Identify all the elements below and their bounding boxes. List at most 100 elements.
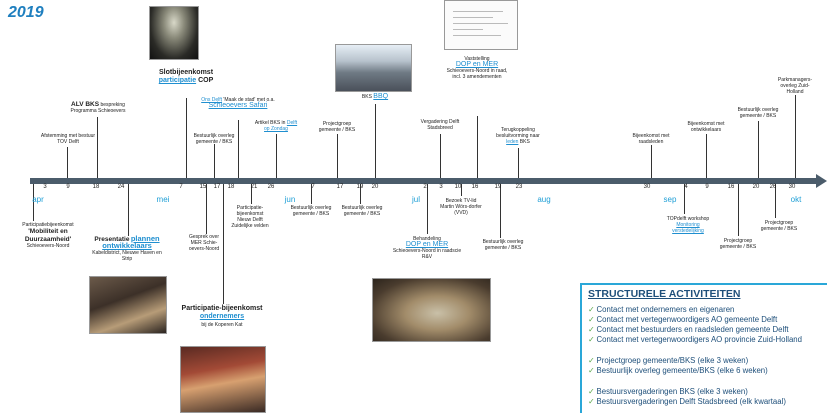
behandeling-text: Schieoevers-Noord in raadscie R&V <box>392 248 462 260</box>
tick-label: 24 <box>117 184 125 190</box>
list-item: ✓Contact met ondernemers en eigenaren <box>588 305 734 314</box>
connector-line <box>360 184 361 204</box>
list-item-text: Bestuursvergaderingen Delft Stadsbreed (… <box>596 397 786 406</box>
vaststelling-text: Schieoevers-Noord in raad, incl. 3 amend… <box>446 68 508 80</box>
entrepreneurs-photo <box>180 346 266 413</box>
participatie-theme: 'Mobiliteit en Duurzaamheid' <box>24 228 72 243</box>
event-afstemming: Afstemming met bestuur TOV Delft <box>40 133 96 145</box>
list-item: ✓Contact met vertegenwoordigers AO gemee… <box>588 315 777 324</box>
connector-line <box>427 184 428 234</box>
connector-line <box>775 184 776 218</box>
connector-line <box>651 145 652 178</box>
ons-delft-link[interactable]: Ons Delft <box>201 97 223 103</box>
connector-line <box>223 184 224 304</box>
list-item-text: Bestuurlijk overleg gemeente/BKS (elke 6… <box>596 366 768 375</box>
artikel-bks-text: Artikel BKS in <box>254 120 286 126</box>
tick-label: 26 <box>769 184 777 190</box>
bks-bbq-text: BKS <box>361 94 372 100</box>
bbq-link[interactable]: BBQ <box>373 93 389 100</box>
connector-line <box>311 184 312 204</box>
tick-label: 9 <box>66 184 70 190</box>
check-icon: ✓ <box>588 356 595 365</box>
event-vergadering-delft-stadsbreed: Vergadering Delft Stadsbreed <box>420 119 460 131</box>
check-icon: ✓ <box>588 387 595 396</box>
list-item-text: Bestuursvergaderingen BKS (elke 3 weken) <box>596 387 748 396</box>
connector-line <box>251 184 252 204</box>
ondernemers-title: Participatie-bijeenkomst <box>181 305 263 312</box>
structural-activities-panel: STRUCTURELE ACTIVITEITEN ✓Contact met on… <box>580 283 827 413</box>
check-icon: ✓ <box>588 315 595 324</box>
list-item-text: Contact met vertegenwoordigers AO provin… <box>596 335 802 344</box>
connector-line <box>276 134 277 178</box>
timeline-axis <box>30 178 818 184</box>
connector-line <box>706 134 707 178</box>
document-thumbnail <box>444 0 518 50</box>
event-projectgroep: Projectgroep gemeente / BKS <box>719 238 757 250</box>
list-item-text: Contact met ondernemers en eigenaren <box>596 305 735 314</box>
presentation-photo <box>89 276 167 334</box>
cop-photo <box>149 6 199 60</box>
event-parkmanagers: Parkmanagers-overleg Zuid-Holland <box>777 77 813 95</box>
connector-line <box>238 120 239 178</box>
event-alv-bks: ALV BKS bespreking Programma Schieoevers <box>67 101 129 114</box>
participatie-title: Participatiebijeenkomst <box>22 222 74 228</box>
tick-label: 3 <box>43 184 47 190</box>
list-item: ✓Bestuursvergaderingen Delft Stadsbreed … <box>588 397 786 406</box>
event-ons-delft: Ons Delft 'Maak de stad' met o.a. Schieo… <box>200 97 276 109</box>
connector-line <box>186 98 187 178</box>
event-terugkoppeling: Terugkoppeling besluitvorming naar leden… <box>493 127 543 145</box>
connector-line <box>758 121 759 178</box>
connector-line <box>214 144 215 178</box>
check-icon: ✓ <box>588 305 595 314</box>
event-artikel-bks: Artikel BKS in Delft op Zondag <box>254 120 298 132</box>
connector-line <box>97 117 98 178</box>
tick-label: 19 <box>494 184 502 190</box>
topdelft-text: TOPdelft workshop <box>666 216 710 222</box>
monitoring-link[interactable]: Monitoring verstedelijking <box>672 222 704 234</box>
delft-op-zondag-link[interactable]: Delft op Zondag <box>264 120 298 132</box>
connector-line <box>461 184 462 196</box>
vaststelling-dop-mer-link[interactable]: DOP en MER <box>455 61 499 68</box>
event-projectgroep: Projectgroep gemeente / BKS <box>760 220 798 232</box>
connector-line <box>795 95 796 178</box>
month-label: mei <box>156 195 170 204</box>
vaststelling-title: Vaststelling <box>464 56 490 62</box>
tick-label: 4 <box>684 184 688 190</box>
tick-label: 30 <box>643 184 651 190</box>
event-alv-bks-text: bespreking Programma Schieoevers <box>70 102 126 114</box>
connector-line <box>738 184 739 236</box>
event-bijeenkomst-ontwikkelaars: Bijeenkomst met ontwikkelaars <box>687 121 725 133</box>
presentatie-plannen: plannen ontwikkelaars <box>102 234 160 250</box>
event-bks-bbq: BKS BBQ <box>361 93 389 100</box>
connector-line <box>33 184 34 221</box>
list-item: ✓Projectgroep gemeente/BKS (elke 3 weken… <box>588 356 748 365</box>
event-slotbijeenkomst-title: Slotbijeenkomst <box>158 69 214 76</box>
tick-label: 19 <box>356 184 364 190</box>
leden-link[interactable]: leden <box>506 139 519 145</box>
check-icon: ✓ <box>588 397 595 406</box>
tick-label: 16 <box>727 184 735 190</box>
list-item: ✓Bestuursvergaderingen BKS (elke 3 weken… <box>588 387 748 396</box>
tick-label: 23 <box>515 184 523 190</box>
behandeling-dop-mer-link[interactable]: DOP en MER <box>405 241 449 248</box>
event-participatie-nieuw-delft: Participatie-bijeenkomst Nieuw Delft Zui… <box>231 205 269 229</box>
presentatie-title: Presentatie <box>94 236 130 243</box>
event-topdelft: TOPdelft workshop Monitoring verstedelij… <box>665 216 711 234</box>
tick-label: 18 <box>227 184 235 190</box>
list-item-text: Contact met bestuurders en raadsleden ge… <box>596 325 789 334</box>
connector-line <box>206 184 207 234</box>
schieoevers-safari-link[interactable]: Schieoevers Safari <box>208 102 268 109</box>
panel-title: STRUCTURELE ACTIVITEITEN <box>588 288 741 300</box>
event-bestuurlijk-overleg: Bestuurlijk overleg gemeente / BKS <box>290 205 332 217</box>
connector-line <box>375 104 376 178</box>
terugkoppeling-bks: BKS <box>519 139 530 145</box>
ondernemers-link[interactable]: ondernemers <box>199 313 245 320</box>
connector-line <box>128 184 129 236</box>
connector-line <box>337 134 338 178</box>
event-bijeenkomst-raadsleden: Bijeenkomst met raadsleden <box>632 133 670 145</box>
event-slotbijeenkomst-link[interactable]: participatie <box>158 77 197 84</box>
month-label: apr <box>32 195 44 204</box>
